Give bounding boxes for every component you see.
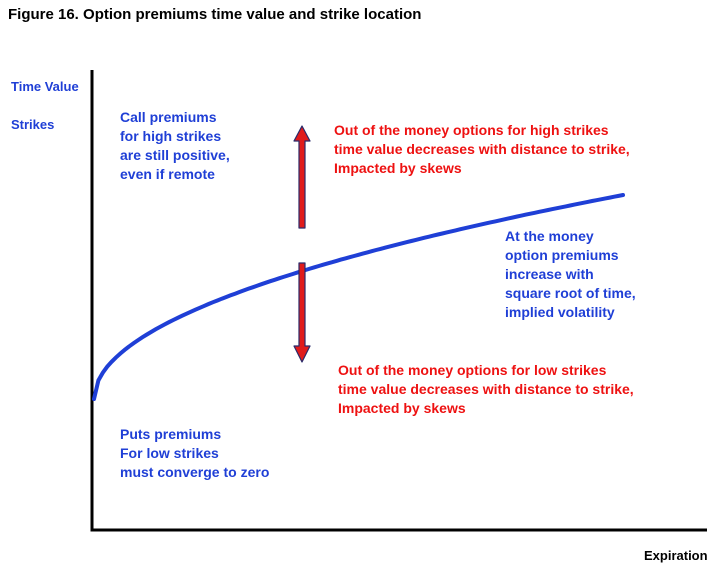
otm-low-strikes-note: Out of the money options for low strikes…	[338, 361, 634, 418]
call-note-line: are still positive,	[120, 147, 230, 163]
call-note-line: for high strikes	[120, 128, 222, 144]
atm-line: increase with	[505, 266, 594, 282]
atm-premiums-note: At the money option premiums increase wi…	[505, 227, 636, 322]
otm-low-line: Out of the money options for low strikes	[338, 362, 607, 378]
call-note-line: even if remote	[120, 166, 215, 182]
otm-high-line: Out of the money options for high strike…	[334, 122, 609, 138]
figure-title: Figure 16. Option premiums time value an…	[8, 6, 422, 23]
puts-note-line: must converge to zero	[120, 464, 270, 480]
atm-line: implied volatility	[505, 304, 615, 320]
otm-low-line: Impacted by skews	[338, 400, 466, 416]
time-value-curve	[92, 193, 625, 401]
otm-high-line: Impacted by skews	[334, 160, 462, 176]
y-axis-label-strikes: Strikes	[11, 117, 55, 132]
up-arrow-icon	[293, 125, 311, 229]
puts-premiums-note: Puts premiums For low strikes must conve…	[120, 425, 269, 482]
down-arrow-icon	[293, 262, 311, 363]
y-axis-label-time-value: Time Value	[11, 79, 79, 94]
otm-high-strikes-note: Out of the money options for high strike…	[334, 121, 630, 178]
otm-high-line: time value decreases with distance to st…	[334, 141, 630, 157]
atm-line: option premiums	[505, 247, 619, 263]
call-note-line: Call premiums	[120, 109, 217, 125]
atm-line: square root of time,	[505, 285, 636, 301]
call-premiums-note: Call premiums for high strikes are still…	[120, 108, 230, 184]
puts-note-line: Puts premiums	[120, 426, 222, 442]
x-axis-label-expiration: Expiration	[644, 548, 708, 563]
puts-note-line: For low strikes	[120, 445, 219, 461]
atm-line: At the money	[505, 228, 594, 244]
otm-low-line: time value decreases with distance to st…	[338, 381, 634, 397]
